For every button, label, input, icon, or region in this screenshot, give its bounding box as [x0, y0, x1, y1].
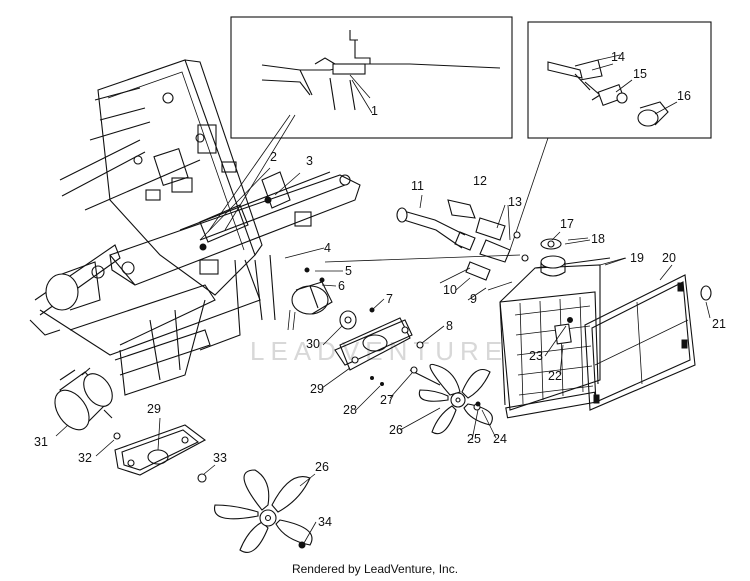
callout-30: 30: [306, 337, 320, 351]
fan-blade-lower: [214, 469, 313, 553]
callout-leaders: [55, 63, 711, 544]
callout-26-lower: 26: [315, 460, 329, 474]
fan-motor-lower: [54, 367, 207, 483]
callout-29-upper: 29: [310, 382, 324, 396]
part-callouts: 1 2 3 4 5 6 7 8 9 10 11 12 13 14 15 16 1…: [34, 50, 726, 529]
inset-1: [230, 16, 513, 139]
callout-1: 1: [371, 104, 378, 118]
callout-22: 22: [548, 369, 562, 383]
callout-14: 14: [611, 50, 625, 64]
callout-13: 13: [508, 195, 522, 209]
callout-6: 6: [338, 279, 345, 293]
footer-credit: Rendered by LeadVenture, Inc.: [291, 562, 459, 576]
frame-assembly: [29, 59, 361, 396]
callout-28: 28: [343, 403, 357, 417]
callout-15: 15: [633, 67, 647, 81]
callout-17: 17: [560, 217, 574, 231]
callout-8: 8: [446, 319, 453, 333]
callout-20: 20: [662, 251, 676, 265]
callout-31: 31: [34, 435, 48, 449]
inset-2: [509, 21, 712, 251]
callout-9: 9: [470, 292, 477, 306]
fan-blade-upper: [409, 363, 493, 435]
callout-24: 24: [493, 432, 507, 446]
callout-32: 32: [78, 451, 92, 465]
callout-5: 5: [345, 264, 352, 278]
callout-27: 27: [380, 393, 394, 407]
callout-25: 25: [467, 432, 481, 446]
callout-33: 33: [213, 451, 227, 465]
hoses-and-connectors: [324, 194, 529, 291]
callout-10: 10: [443, 283, 457, 297]
callout-34: 34: [318, 515, 332, 529]
fan-motor-upper: [287, 267, 424, 386]
callout-26-upper: 26: [389, 423, 403, 437]
callout-11: 11: [411, 179, 424, 193]
callout-29-lower: 29: [147, 402, 161, 416]
callout-19: 19: [630, 251, 644, 265]
callout-7: 7: [386, 292, 393, 306]
callout-3: 3: [306, 154, 313, 168]
callout-4: 4: [324, 241, 331, 255]
callout-18: 18: [591, 232, 605, 246]
callout-16: 16: [677, 89, 691, 103]
radiator: [499, 237, 626, 419]
callout-21: 21: [712, 317, 726, 331]
callout-12: 12: [473, 174, 487, 188]
callout-23: 23: [529, 349, 543, 363]
fan-shroud: [584, 264, 712, 411]
callout-2: 2: [270, 150, 277, 164]
